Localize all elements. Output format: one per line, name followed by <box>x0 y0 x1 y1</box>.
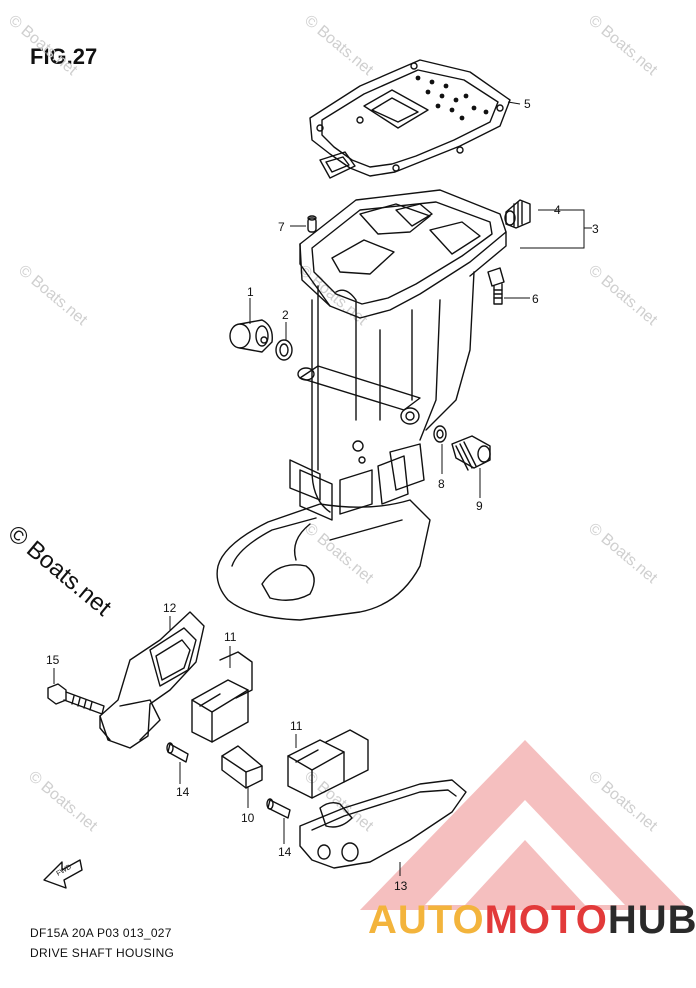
callout-14-lower: 14 <box>278 845 292 859</box>
washer-2-part <box>275 339 293 361</box>
callout-9: 9 <box>476 499 483 513</box>
pin-14-upper-part <box>166 742 189 763</box>
diagram-code: DF15A 20A P03 013_027 <box>30 926 172 940</box>
gasket-part <box>309 59 511 179</box>
damper-block-part <box>221 745 263 789</box>
callout-5: 5 <box>524 97 531 111</box>
callout-3: 3 <box>592 222 599 236</box>
callout-10: 10 <box>241 811 255 825</box>
callout-11-upper: 11 <box>224 630 237 644</box>
leader-lines <box>53 101 592 876</box>
brand-part-auto: AUTO <box>368 898 485 942</box>
brand-logo-text: AUTOMOTOHUB <box>368 898 696 943</box>
callout-7: 7 <box>278 220 285 234</box>
callout-6: 6 <box>532 292 539 306</box>
mount-rubber-upper-part <box>191 651 253 743</box>
dowel-pin-part <box>307 215 317 233</box>
callout-12: 12 <box>163 601 177 615</box>
callout-labels: 1 2 3 4 5 6 7 8 9 10 11 11 12 13 14 14 1… <box>46 97 599 893</box>
pin-14-lower-part <box>266 798 291 819</box>
brand-part-hub: HUB <box>607 898 696 942</box>
gasket-holes <box>415 75 489 121</box>
bolt-15-part <box>47 683 105 715</box>
mount-rubber-lower-part <box>287 729 369 799</box>
plug-part <box>504 199 531 229</box>
bolt-9-part <box>451 435 491 471</box>
bracket-lower-part <box>299 779 467 869</box>
brand-triangle-logo <box>360 740 690 910</box>
callout-4: 4 <box>554 203 561 217</box>
brand-part-moto: MOTO <box>484 898 608 942</box>
washer-8-part <box>433 425 447 443</box>
callout-11-lower: 11 <box>290 719 303 733</box>
callout-1: 1 <box>247 285 254 299</box>
callout-8: 8 <box>438 477 445 491</box>
diagram-title: DRIVE SHAFT HOUSING <box>30 946 175 960</box>
gasket-bolt-holes <box>316 62 504 172</box>
figure-label: FIG.27 <box>30 44 98 69</box>
bolt-6-part <box>487 267 505 305</box>
drive-shaft-housing-part <box>216 189 507 621</box>
callout-2: 2 <box>282 308 289 322</box>
callout-15: 15 <box>46 653 60 667</box>
callout-14-upper: 14 <box>176 785 190 799</box>
fwd-arrow-icon <box>43 859 83 889</box>
callout-13: 13 <box>394 879 408 893</box>
valve-cap-part <box>229 319 273 353</box>
bracket-upper-part <box>99 611 205 749</box>
